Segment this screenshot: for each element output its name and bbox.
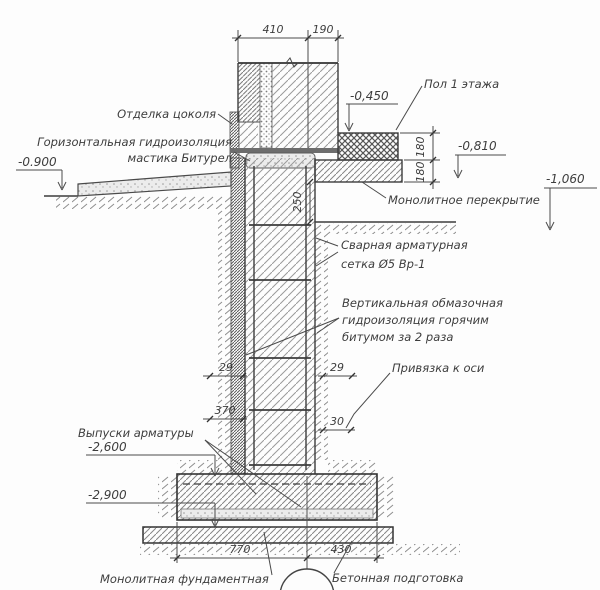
slab-thickness-dimension: 180 180 [400, 126, 440, 189]
dim-430: 430 [331, 543, 352, 556]
dim-190: 190 [313, 23, 334, 36]
monolithic-slab-block [314, 159, 403, 183]
svg-text:-0.900: -0.900 [18, 155, 57, 169]
svg-text:-1,060: -1,060 [546, 172, 585, 186]
elevation-bed-top: -2,900 [86, 488, 220, 528]
label-monolithic-slab: Монолитное перекрытие [388, 193, 540, 207]
plinth-ledge [238, 122, 258, 148]
basement-wall [230, 157, 316, 475]
dim-29-right: 29 [330, 361, 344, 374]
dim-180-floor: 180 [414, 137, 427, 158]
dim-30: 30 [330, 415, 344, 428]
dim-180-slab: 180 [414, 162, 427, 183]
floor-finish-block [337, 132, 399, 161]
text-labels: Отделка цоколя Горизонтальная гидроизоля… [37, 77, 540, 586]
label-foundation-slab: Монолитная фундаментная [100, 572, 269, 586]
svg-text:-0,810: -0,810 [458, 139, 497, 153]
top-dimension: 410 190 [232, 23, 344, 62]
svg-text:-2,900: -2,900 [88, 488, 127, 502]
axis-bubble [279, 568, 335, 590]
label-horizontal-wp-2: мастика Битурел [128, 151, 233, 165]
svg-text:-2,600: -2,600 [88, 440, 127, 454]
label-vertical-wp-2: гидроизоляция горячим [342, 313, 489, 327]
leader-lines [204, 85, 423, 576]
elevation-slab-bottom: -0,810 [453, 139, 506, 179]
inner-masonry-leaf [272, 63, 308, 148]
dim-250: 250 [291, 192, 304, 213]
dim-410: 410 [263, 23, 284, 36]
break-line [285, 57, 299, 68]
vertical-waterproofing-band [230, 157, 246, 475]
elevation-marks: -0.900 -0,450 -0,810 -1,060 -2,600 [16, 89, 597, 528]
elevation-underfloor-soil: -1,060 [544, 172, 597, 231]
label-first-floor: Пол 1 этажа [424, 77, 499, 91]
label-concrete-bed: Бетонная подготовка [332, 571, 463, 585]
concrete-bed-block [142, 526, 394, 544]
label-horizontal-wp-1: Горизонтальная гидроизоляция [37, 135, 232, 149]
wall-small-dimensions: 29 29 370 30 [203, 361, 357, 434]
footing-dimension: 770 430 [170, 522, 384, 563]
label-vertical-wp-1: Вертикальная обмазочная [342, 296, 503, 310]
svg-text:-0,450: -0,450 [350, 89, 389, 103]
label-welded-mesh-2: сетка Ø5 Вр-1 [341, 257, 425, 271]
label-vertical-wp-3: битумом за 2 раза [342, 330, 453, 344]
outer-brick-leaf [238, 63, 260, 122]
label-rebar-outlets: Выпуски арматуры [78, 426, 194, 440]
elevation-footing-top: -2,600 [86, 440, 220, 477]
soil-hatching [44, 195, 460, 555]
dim-770: 770 [230, 543, 251, 556]
label-plinth-finish: Отделка цоколя [117, 107, 216, 121]
wall-body [245, 158, 315, 474]
foundation-footing [142, 473, 394, 544]
blind-area [77, 171, 232, 197]
label-axis-reference: Привязка к оси [392, 361, 485, 375]
elevation-ground-outside: -0.900 [16, 155, 67, 191]
rebar-ties [249, 224, 311, 466]
floor-structure [314, 132, 403, 183]
underfloor-gap-dimension: 250 [291, 178, 314, 226]
right-masonry-leaf [308, 63, 338, 148]
dim-370: 370 [215, 404, 236, 417]
axis-line [279, 476, 335, 590]
insulation-layer [259, 62, 273, 149]
elevation-first-floor: -0,450 [344, 89, 398, 132]
dim-29-left: 29 [219, 361, 233, 374]
label-welded-mesh-1: Сварная арматурная [341, 238, 468, 252]
footing-rebar-strip [180, 508, 374, 519]
upper-wall-section [229, 57, 339, 169]
